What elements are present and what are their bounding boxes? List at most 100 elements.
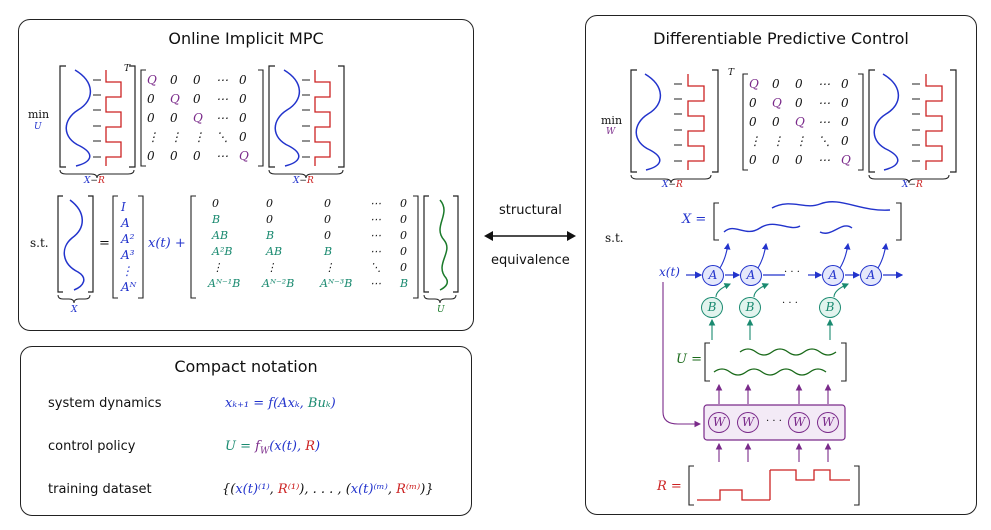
input-matrix-entry: 0 bbox=[266, 213, 273, 226]
q-matrix-entry: Q bbox=[239, 149, 249, 163]
r-text: R bbox=[675, 180, 683, 190]
q-matrix-entry: Q bbox=[772, 96, 782, 110]
reference-sample-1: R⁽¹⁾ bbox=[277, 482, 300, 497]
set-open: {( bbox=[222, 482, 236, 497]
r-text: R bbox=[306, 176, 314, 186]
input-matrix-entry: Aᴺ⁻¹B bbox=[208, 277, 241, 290]
transpose-superscript: T bbox=[124, 64, 131, 74]
x-text: X bbox=[84, 176, 91, 186]
a-chain-ellipsis: · · · bbox=[784, 267, 800, 278]
x-minus-r-label-right-right-panel: X−R bbox=[902, 180, 923, 190]
set-close: )} bbox=[420, 482, 434, 497]
input-matrix-entry: AB bbox=[266, 245, 283, 258]
input-node-b: B bbox=[819, 297, 841, 318]
input-matrix-entry: 0 bbox=[400, 245, 407, 258]
input-matrix-entry: ⋱ bbox=[370, 261, 381, 274]
min-text: min bbox=[28, 108, 50, 121]
x-text: X bbox=[293, 176, 300, 186]
input-matrix-entry: A²B bbox=[212, 245, 233, 258]
input-matrix-entry: 0 bbox=[324, 229, 331, 242]
equivalence-label: equivalence bbox=[491, 253, 570, 268]
input-matrix-entry: ⋮ bbox=[324, 261, 335, 274]
state-sample-m: x(t)⁽ᵐ⁾ bbox=[350, 482, 388, 497]
q-matrix-entry: ⋮ bbox=[749, 134, 761, 148]
min-operator-right: min bbox=[601, 114, 623, 127]
q-matrix-entry: ⋱ bbox=[216, 130, 228, 144]
q-matrix-entry: 0 bbox=[772, 115, 780, 129]
comma: , bbox=[269, 482, 278, 497]
q-matrix-entry: ⋯ bbox=[216, 73, 228, 87]
input-matrix-entry: 0 bbox=[266, 197, 273, 210]
q-matrix-entry: ⋯ bbox=[818, 96, 830, 110]
transpose-superscript-right: T bbox=[728, 68, 735, 78]
input-matrix-entry: 0 bbox=[400, 229, 407, 242]
input-matrix-entry: B bbox=[324, 245, 333, 258]
input-node-b: B bbox=[701, 297, 723, 318]
q-matrix-entry: Q bbox=[841, 153, 851, 167]
x-minus-r-label-left: X−R bbox=[84, 176, 105, 186]
r-text: R bbox=[97, 176, 105, 186]
w-chain-ellipsis: · · · bbox=[766, 416, 782, 427]
policy-f: f bbox=[255, 439, 260, 454]
minus-text: − bbox=[668, 180, 676, 190]
a-power-entry: ⋮ bbox=[121, 264, 133, 278]
q-matrix-entry: ⋮ bbox=[795, 134, 807, 148]
control-input-part: Buₖ bbox=[307, 396, 331, 411]
q-matrix-entry: ⋮ bbox=[193, 130, 205, 144]
comma: , bbox=[387, 482, 397, 497]
ellipsis: ), . . . , ( bbox=[299, 482, 351, 497]
q-matrix-entry: 0 bbox=[772, 77, 780, 91]
q-matrix-entry: 0 bbox=[749, 96, 757, 110]
input-matrix-entry: ⋯ bbox=[370, 229, 381, 242]
input-matrix-entry: B bbox=[266, 229, 275, 242]
input-matrix-entry: ⋯ bbox=[370, 197, 381, 210]
input-matrix-entry: Aᴺ⁻³B bbox=[320, 277, 353, 290]
q-matrix-entry: ⋯ bbox=[818, 153, 830, 167]
q-matrix-entry: 0 bbox=[841, 96, 849, 110]
policy-node-w: W bbox=[708, 412, 730, 433]
q-matrix-entry: Q bbox=[147, 73, 157, 87]
q-matrix-entry: ⋮ bbox=[147, 130, 159, 144]
x-minus-r-label-right: X−R bbox=[293, 176, 314, 186]
input-matrix-entry: 0 bbox=[324, 197, 331, 210]
q-matrix-entry: 0 bbox=[147, 111, 155, 125]
r-text: R bbox=[915, 180, 923, 190]
panel-title: Compact notation bbox=[174, 357, 318, 376]
subject-to-label-right: s.t. bbox=[605, 231, 624, 245]
subject-to-label: s.t. bbox=[30, 236, 49, 250]
input-matrix-entry: ⋮ bbox=[266, 261, 277, 274]
control-policy-label: control policy bbox=[48, 439, 136, 454]
training-dataset-equation: {(x(t)⁽¹⁾, R⁽¹⁾), . . . , (x(t)⁽ᵐ⁾, R⁽ᵐ⁾… bbox=[222, 482, 434, 497]
system-dynamics-label: system dynamics bbox=[48, 396, 162, 411]
dynamics-node-a: A bbox=[740, 265, 762, 286]
initial-state-node: x(t) bbox=[659, 265, 680, 279]
q-matrix-entry: Q bbox=[170, 92, 180, 106]
state-sample-1: x(t)⁽¹⁾ bbox=[235, 482, 270, 497]
q-matrix-entry: Q bbox=[193, 111, 203, 125]
dynamics-node-a: A bbox=[860, 265, 882, 286]
x-minus-r-label-left-right-panel: X−R bbox=[662, 180, 683, 190]
dynamics-close: ) bbox=[330, 396, 336, 411]
x-vector-label: X bbox=[71, 305, 78, 315]
x-text: X bbox=[662, 180, 669, 190]
policy-reference: R bbox=[305, 439, 316, 454]
compact-notation-panel: Compact notation bbox=[20, 346, 472, 516]
a-power-entry: A³ bbox=[121, 248, 135, 262]
q-matrix-entry: ⋯ bbox=[216, 92, 228, 106]
policy-node-w: W bbox=[817, 412, 839, 433]
q-matrix-entry: 0 bbox=[795, 77, 803, 91]
q-matrix-entry: 0 bbox=[147, 92, 155, 106]
u-equals-label: U = bbox=[676, 352, 702, 367]
input-matrix-entry: 0 bbox=[400, 197, 407, 210]
q-matrix-entry: 0 bbox=[795, 153, 803, 167]
min-variable-right: W bbox=[606, 127, 616, 137]
q-matrix-entry: 0 bbox=[772, 153, 780, 167]
control-policy-equation: U = fW(x(t), R) bbox=[225, 439, 320, 457]
policy-weights: W bbox=[259, 446, 270, 457]
input-matrix-entry: B bbox=[400, 277, 409, 290]
q-matrix-entry: 0 bbox=[749, 153, 757, 167]
input-node-b: B bbox=[739, 297, 761, 318]
q-matrix-entry: 0 bbox=[239, 111, 247, 125]
input-matrix-entry: 0 bbox=[400, 213, 407, 226]
